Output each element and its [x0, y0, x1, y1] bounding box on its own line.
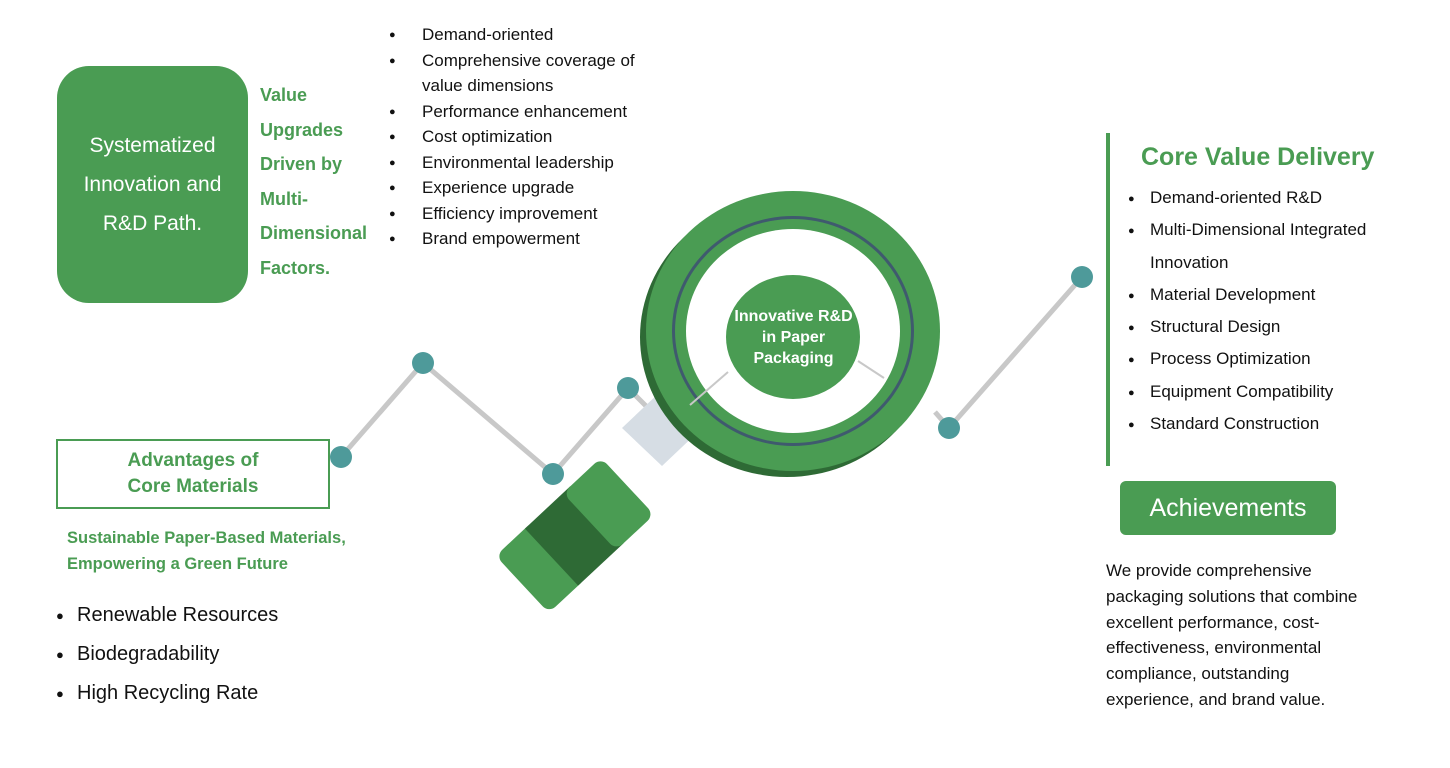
magnifier-handle-middle — [524, 486, 624, 586]
list-item: Brand empowerment — [387, 226, 657, 252]
list-item: Renewable Resources — [56, 596, 356, 635]
achievements-label: Achievements — [1149, 493, 1307, 522]
list-item: Material Development — [1128, 279, 1428, 313]
list-item: Efficiency improvement — [387, 201, 657, 226]
trend-node — [412, 352, 434, 374]
core-value-list: Demand-oriented R&D Multi-Dimensional In… — [1128, 182, 1428, 442]
core-materials-list: Renewable Resources Biodegradability Hig… — [56, 596, 356, 713]
trend-nodes — [330, 266, 1093, 485]
achievements-badge: Achievements — [1120, 481, 1336, 535]
magnifier-neck — [622, 392, 700, 466]
list-item: Demand-oriented R&D — [1128, 182, 1428, 216]
magnifying-glass-icon — [499, 191, 940, 610]
list-item: Demand-oriented — [387, 22, 657, 48]
list-item: Experience upgrade — [387, 175, 657, 201]
core-value-title: Core Value Delivery — [1141, 143, 1375, 171]
center-disc — [726, 275, 860, 399]
magnifier-handle-cap-top — [566, 461, 651, 547]
trend-line-path-right — [933, 275, 1084, 431]
core-value-accent-bar — [1106, 133, 1110, 466]
list-item: Comprehensive coverage of value dimensio… — [387, 48, 657, 99]
list-item: Equipment Compatibility — [1128, 376, 1428, 410]
magnifier-handle — [499, 461, 651, 610]
value-upgrades-text: Value Upgrades Driven by Multi-Dimension… — [260, 85, 368, 278]
trend-line-in-lens-left — [689, 371, 729, 406]
list-item: Multi-Dimensional Integrated Innovation — [1128, 214, 1428, 279]
systematized-innovation-label: Systematized Innovation and R&D Path. — [83, 134, 222, 235]
magnifier-handle-cap-bottom — [499, 524, 584, 610]
list-item: Environmental leadership — [387, 150, 657, 175]
trend-node — [1071, 266, 1093, 288]
list-item: Cost optimization — [387, 124, 657, 150]
list-item: Performance enhancement — [387, 99, 657, 124]
core-materials-box: Advantages of Core Materials — [56, 439, 330, 509]
trend-node — [330, 446, 352, 468]
list-item: Biodegradability — [56, 635, 356, 674]
trend-line-path — [339, 360, 662, 477]
list-item: Structural Design — [1128, 311, 1428, 345]
trend-line-in-lens-right — [857, 360, 885, 379]
achievements-description: We provide comprehensive packaging solut… — [1106, 561, 1358, 709]
list-item: Standard Construction — [1128, 408, 1428, 442]
core-materials-title: Advantages of Core Materials — [127, 450, 259, 497]
list-item: High Recycling Rate — [56, 674, 356, 713]
trend-node — [938, 417, 960, 439]
center-label: Innovative R&D in Paper Packaging — [726, 275, 861, 399]
trend-node — [542, 463, 564, 485]
value-dimensions-list: Demand-oriented Comprehensive coverage o… — [387, 22, 657, 252]
core-materials-subtitle: Sustainable Paper-Based Materials, Empow… — [67, 529, 346, 573]
center-label-text: Innovative R&D in Paper Packaging — [734, 307, 853, 367]
trend-node — [617, 377, 639, 399]
systematized-innovation-box: Systematized Innovation and R&D Path. — [57, 66, 248, 303]
list-item: Process Optimization — [1128, 343, 1428, 377]
